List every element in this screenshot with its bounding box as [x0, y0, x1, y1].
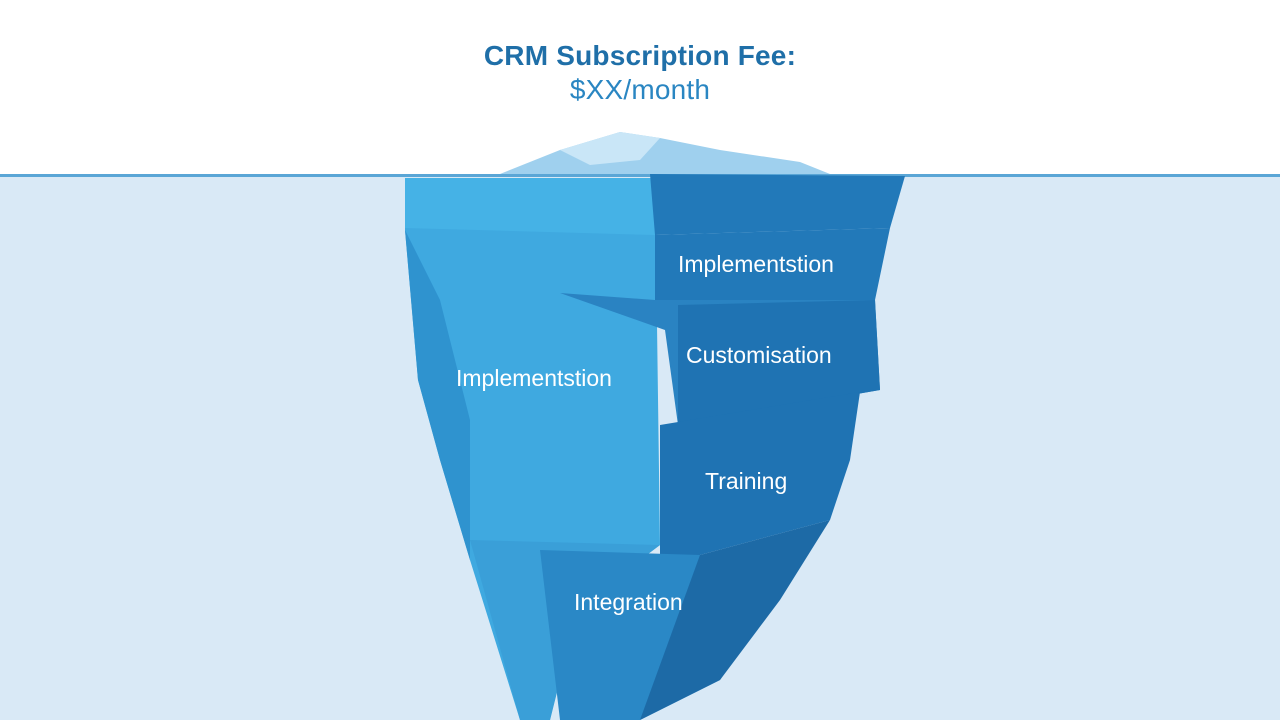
- block-integration-dark: [640, 520, 830, 720]
- label-implementation-right: Implementstion: [678, 251, 834, 277]
- label-training: Training: [705, 468, 788, 494]
- block-implementation: [655, 228, 890, 300]
- label-implementation-left: Implementstion: [456, 365, 612, 391]
- label-customisation: Customisation: [686, 342, 832, 368]
- iceberg-tip-highlight: [560, 132, 660, 165]
- block-training: [660, 392, 860, 555]
- iceberg-left-shade: [405, 230, 470, 560]
- water-line: [0, 174, 1280, 177]
- label-integration: Integration: [574, 589, 683, 615]
- iceberg-top-slab-side: [650, 174, 905, 235]
- block-customisation-face: [678, 300, 880, 425]
- iceberg-top-slab-front: [405, 178, 655, 235]
- iceberg-tip: [500, 132, 830, 174]
- diagram-subtitle: $XX/month: [569, 74, 711, 105]
- diagram-title: CRM Subscription Fee:: [483, 40, 797, 71]
